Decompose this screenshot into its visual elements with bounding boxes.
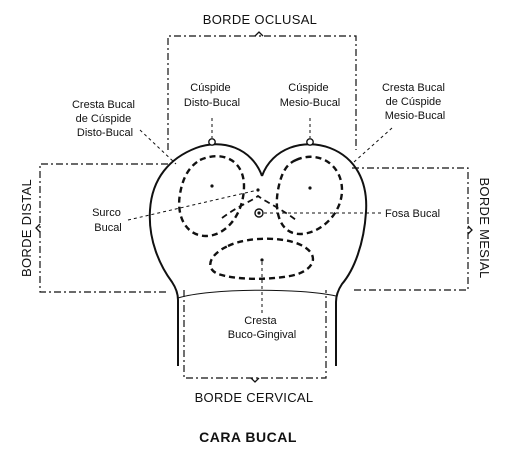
occlusal-bracket (167, 31, 357, 150)
leader-lines (127, 118, 393, 316)
markers (208, 138, 314, 262)
cervical-ridge-label: Cresta Buco-Gingival (228, 315, 296, 341)
mesial-border-label: BORDE MESIAL (477, 177, 492, 278)
ridge-mesiobuccal-label: Cresta Bucal de Cúspide Mesio-Bucal (382, 82, 448, 122)
mesial-bracket (352, 167, 473, 291)
tooth-outline (148, 143, 368, 366)
ridge-distobuccal-label: Cresta Bucal de Cúspide Disto-Bucal (72, 99, 138, 139)
internal-dashed-contours (177, 155, 344, 280)
cusp-distobuccal-label: Cúspide Disto-Bucal (184, 82, 240, 109)
occlusal-border-label: BORDE OCLUSAL (203, 12, 317, 27)
diagram-title: CARA BUCAL (199, 429, 297, 445)
distal-border-label: BORDE DISTAL (19, 179, 34, 277)
mesiobuccal-cusp-tip-marker (306, 138, 314, 146)
cervical-ridge-dot (260, 258, 264, 262)
cervical-border-label: BORDE CERVICAL (195, 390, 314, 405)
pit-label: Fosa Bucal (385, 208, 440, 220)
mesiobuccal-cusp-center-dot (308, 186, 312, 190)
cusp-mesiobuccal-label: Cúspide Mesio-Bucal (280, 82, 341, 109)
buccal-pit-center (257, 211, 261, 215)
labels: BORDE OCLUSAL BORDE CERVICAL BORDE DISTA… (19, 12, 492, 445)
distobuccal-cusp-tip-marker (208, 138, 216, 146)
distobuccal-cusp-center-dot (210, 184, 214, 188)
cervical-bracket (183, 290, 327, 383)
groove-label: Surco Bucal (92, 207, 124, 234)
distal-bracket (35, 163, 168, 293)
